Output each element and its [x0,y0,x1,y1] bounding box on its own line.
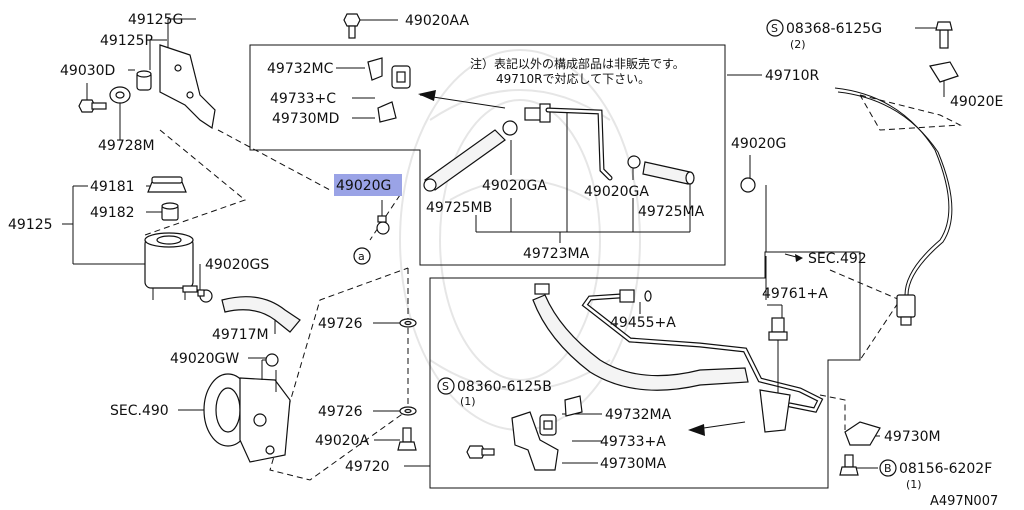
label-49020g-selected[interactable]: 49020G [336,178,391,194]
label-08156[interactable]: 08156-6202F [899,461,992,477]
clamp-49020g-right [740,177,756,193]
label-49726-upper[interactable]: 49726 [318,316,363,332]
pipe-upper-return [581,289,824,413]
label-49125g[interactable]: 49125G [128,12,183,28]
clamp-49020g-selected [376,200,390,235]
bolt-49030d [78,99,107,113]
sensor-wire [834,87,953,326]
label-49020aa[interactable]: 49020AA [405,13,470,29]
ref-circle-a: a [353,247,371,265]
badge-s-upper: S [771,22,778,35]
label-49720[interactable]: 49720 [345,459,390,475]
label-49730ma[interactable]: 49730MA [600,456,667,472]
label-49730md[interactable]: 49730MD [272,111,339,127]
filter-49182 [161,202,179,221]
bracket-right-lower [759,389,791,433]
label-49710r[interactable]: 49710R [765,68,820,84]
hose-49725mb [423,129,506,192]
bushing-49125p [136,70,152,91]
washer-49726-lower [399,406,417,416]
hose-49725ma [642,161,695,185]
label-49733c[interactable]: 49733+C [270,91,336,107]
label-49125[interactable]: 49125 [8,217,53,233]
bolt-08360 [466,445,495,459]
selected-part-highlight[interactable] [334,174,402,196]
label-49030d[interactable]: 49030D [60,63,115,79]
bracket-49732mc [367,57,383,81]
label-49020ga-left[interactable]: 49020GA [482,178,547,194]
direction-arrows [418,90,803,436]
label-49020e[interactable]: 49020E [950,94,1003,110]
figure-code: A497N007 [930,494,998,509]
bolt-49020aa [343,13,361,39]
clip-49020e [929,21,959,83]
tube-49710r-upper [545,107,613,181]
clamp-49020gs [197,289,213,303]
high-pressure-hose [532,283,749,391]
bolt-49020a [397,427,417,451]
label-sec492[interactable]: SEC.492 [808,251,867,267]
label-49455a[interactable]: 49455+A [610,315,676,331]
note-line-1: 注）表記以外の構成部品は非販売です。 [470,56,685,71]
dashed-guides [144,94,962,481]
clamp-49020ga-left [502,120,518,136]
label-49730m[interactable]: 49730M [884,429,941,445]
label-08360[interactable]: 08360-6125B [457,379,552,395]
label-08368-qty: (2) [790,38,806,51]
label-49182[interactable]: 49182 [90,205,135,221]
label-49723ma[interactable]: 49723MA [523,246,590,262]
label-49020g[interactable]: 49020G [731,136,786,152]
label-49020gs[interactable]: 49020GS [205,257,269,273]
bracket-49732ma [564,395,583,417]
label-49020gw[interactable]: 49020GW [170,351,239,367]
bolt-08156 [839,454,859,476]
label-49732mc[interactable]: 49732MC [267,61,334,77]
cap-49181 [147,176,187,193]
clamp-49020ga-right [627,155,641,169]
clip-49730md [377,101,397,123]
washer-49726-upper [399,318,417,328]
label-49125p[interactable]: 49125P [100,33,153,49]
bracket-49730ma [511,411,559,471]
oring-49455a [644,290,652,302]
ref-circle-a-label: a [358,250,365,263]
label-08156-qty: (1) [906,478,922,491]
bracket-49125g [159,44,216,130]
label-49761a[interactable]: 49761+A [762,286,828,302]
pressure-switch-49761a [768,317,788,400]
label-49181[interactable]: 49181 [90,179,135,195]
badge-s-lower: S [442,380,449,393]
power-steering-pump [203,360,291,463]
clamp-49730m [844,421,881,446]
pipe-assembly-frame [429,251,861,489]
label-49726-lower[interactable]: 49726 [318,404,363,420]
hose-49717m [221,296,301,333]
grommet-49733a [539,414,557,436]
clamp-49020gw [262,353,279,367]
label-49725ma[interactable]: 49725MA [638,204,705,220]
reservoir-tank [144,232,198,300]
label-49020a[interactable]: 49020A [315,433,370,449]
label-49020ga-right[interactable]: 49020GA [584,184,649,200]
label-08368[interactable]: 08368-6125G [786,21,882,37]
badge-b: B [884,462,892,475]
label-sec490[interactable]: SEC.490 [110,403,169,419]
label-49725mb[interactable]: 49725MB [426,200,492,216]
note-line-2: 49710Rで対応して下さい。 [496,72,650,86]
label-49732ma[interactable]: 49732MA [605,407,672,423]
label-49717m[interactable]: 49717M [212,327,269,343]
grommet-49733c [391,65,411,89]
collar-49728m [109,86,131,104]
fitting-upper [524,103,551,123]
label-08360-qty: (1) [460,395,476,408]
label-49733a[interactable]: 49733+A [600,434,666,450]
hose-assembly-frame [249,44,726,266]
part-labels: 49125G 49125P 49030D 49728M 49181 49182 … [8,12,1003,509]
label-49728m[interactable]: 49728M [98,138,155,154]
